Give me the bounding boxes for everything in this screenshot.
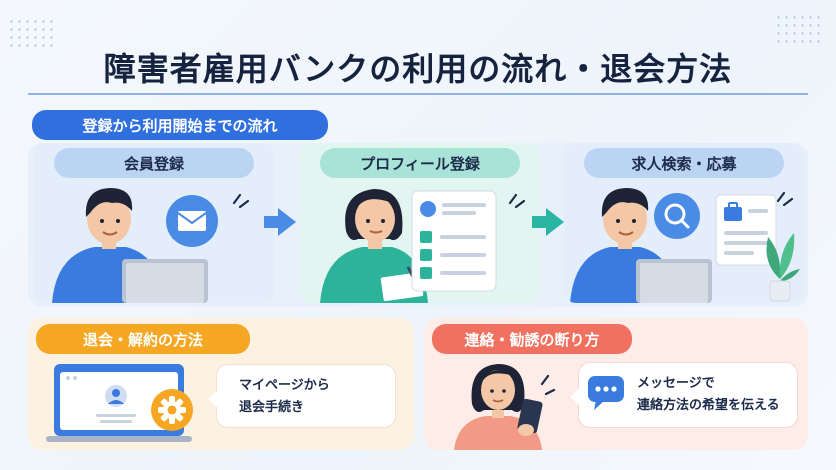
- decorative-dots: [10, 20, 53, 47]
- person-laptop-illustration: [570, 188, 712, 303]
- bubble-text: 連絡方法の希望を伝える: [637, 398, 780, 413]
- page-title: 障害者雇用バンクの利用の流れ・退会方法: [103, 50, 733, 88]
- laptop-profile-icon: [46, 364, 192, 442]
- chat-icon: [588, 376, 624, 410]
- bubble-text: 退会手続き: [239, 400, 305, 415]
- gear-icon: [151, 389, 193, 431]
- step-label: プロフィール登録: [320, 148, 520, 178]
- step-profile: プロフィール登録: [300, 143, 540, 303]
- attention-marks: [508, 193, 526, 209]
- bubble-text: マイページから: [239, 378, 330, 393]
- decorative-dots: [777, 16, 820, 43]
- search-icon: [654, 193, 700, 239]
- step-register: 会員登録: [34, 143, 274, 303]
- mail-icon: [166, 195, 218, 247]
- person-phone-illustration: [454, 364, 556, 450]
- flow-arrow: [532, 208, 564, 236]
- cancel-heading: 退会・解約の方法: [36, 324, 250, 354]
- person-writing-illustration: [320, 189, 428, 303]
- flow-heading: 登録から利用開始までの流れ: [32, 110, 328, 140]
- step-label: 求人検索・応募: [584, 148, 784, 178]
- briefcase-document-icon: [715, 194, 777, 266]
- title-divider: [28, 93, 808, 95]
- checklist-icon: [411, 190, 497, 292]
- contact-heading: 連絡・勧誘の断り方: [432, 324, 632, 354]
- person-laptop-illustration: [52, 188, 208, 303]
- flow-arrow: [264, 208, 296, 236]
- step-label: 会員登録: [54, 148, 254, 178]
- bubble-text: メッセージで: [637, 376, 715, 391]
- attention-marks: [776, 191, 794, 207]
- attention-marks: [232, 193, 250, 209]
- plant-icon: [766, 233, 800, 302]
- step-job-search: 求人検索・応募: [564, 143, 804, 303]
- cancel-speech-bubble: マイページから 退会手続き: [208, 364, 396, 428]
